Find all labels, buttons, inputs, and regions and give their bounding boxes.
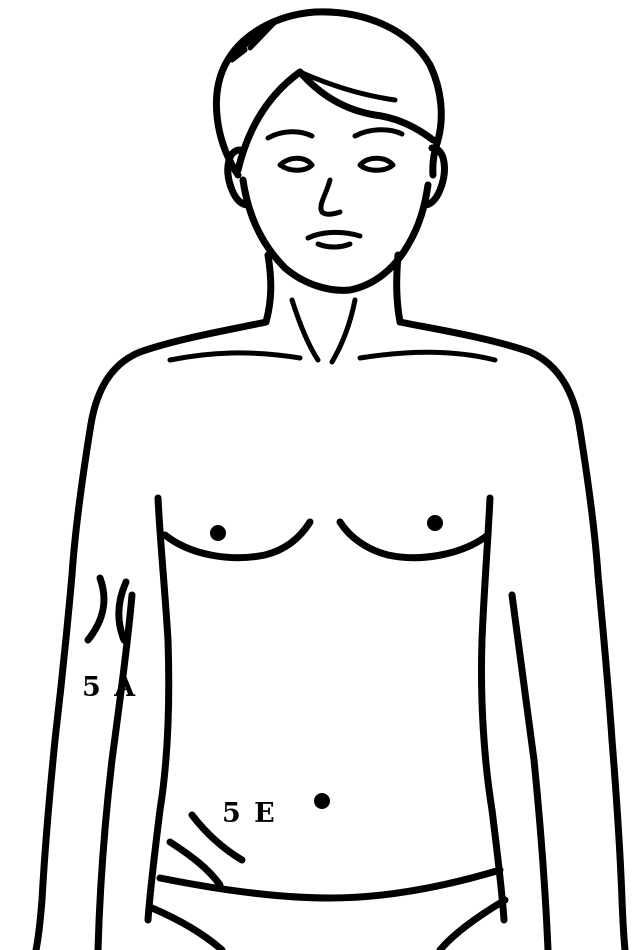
left-clavicle (170, 353, 300, 360)
left-nipple (210, 525, 226, 541)
underwear-right-leg (440, 900, 505, 950)
left-brow (268, 132, 312, 138)
underwear-left-leg (152, 908, 222, 950)
neck-muscle (332, 300, 355, 362)
mouth (308, 232, 360, 238)
site-5a-marks (88, 578, 126, 640)
left-eye (280, 158, 312, 170)
label-5a: 5 A (82, 672, 137, 703)
neck-left (266, 255, 271, 322)
navel (314, 793, 330, 809)
left-pectoral (165, 522, 310, 558)
right-brow (355, 130, 402, 136)
right-nipple (427, 515, 443, 531)
right-inner-arm (512, 595, 548, 950)
site-5a-arc-left (88, 578, 104, 640)
nose (321, 180, 340, 214)
neck-right (397, 255, 400, 322)
head (216, 12, 444, 290)
right-clavicle (360, 352, 495, 360)
left-torso-side (148, 498, 169, 920)
label-5e: 5 E (222, 798, 277, 829)
left-inner-arm (98, 595, 132, 950)
neck-muscle (292, 300, 318, 360)
lower-lip (318, 244, 350, 247)
right-eye (360, 158, 393, 170)
right-pectoral (340, 522, 488, 558)
right-shoulder (400, 322, 625, 950)
right-torso-side (481, 498, 504, 920)
